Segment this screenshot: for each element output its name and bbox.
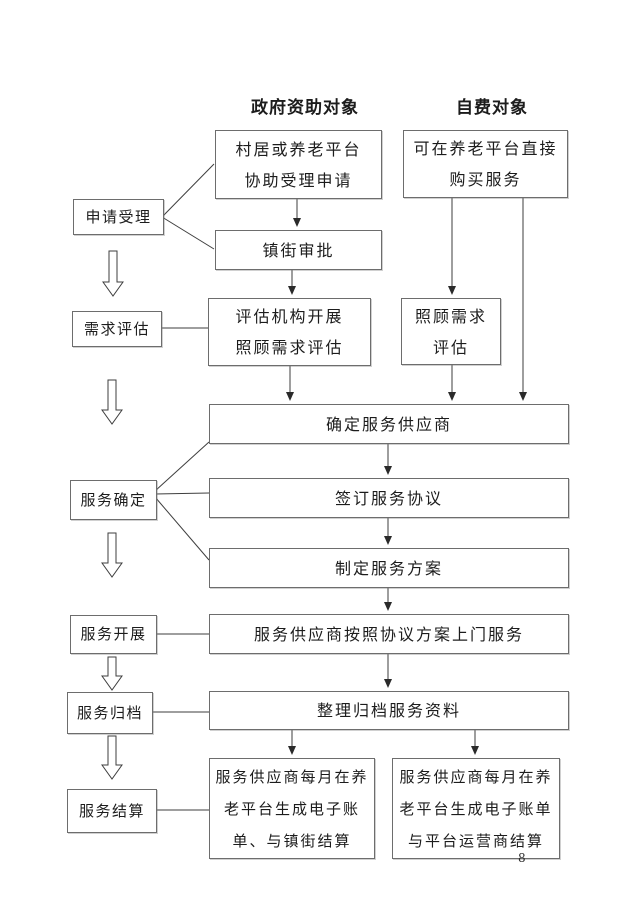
flow-box-confirm-supplier: 确定服务供应商	[209, 404, 569, 444]
connector-decide-to-sign	[154, 492, 210, 495]
stage-box-service-decision: 服务确定	[70, 480, 157, 520]
flow-box-archive-material: 整理归档服务资料	[209, 691, 569, 730]
stage-box-service-archive: 服务归档	[67, 692, 153, 734]
flow-box-line: 村居或养老平台	[235, 139, 362, 159]
flow-box-care-assess: 照顾需求 评估	[401, 298, 501, 365]
stage-box-need-assessment: 需求评估	[72, 311, 162, 347]
flow-box-line: 老平台生成电子账	[223, 799, 360, 818]
stage-box-service-settlement: 服务结算	[67, 789, 157, 833]
hollow-down-arrow-icon	[102, 250, 124, 297]
flow-box-line: 照顾需求	[414, 306, 487, 326]
flow-box-village-assist: 村居或养老平台 协助受理申请	[215, 130, 382, 199]
flow-box-town-approval: 镇街审批	[215, 230, 382, 270]
flow-box-line: 协助受理申请	[244, 170, 353, 190]
flow-box-make-plan: 制定服务方案	[209, 548, 569, 588]
hollow-down-arrow-icon	[101, 656, 123, 691]
flow-box-settle-with-town: 服务供应商每月在养 老平台生成电子账 单、与镇街结算	[209, 758, 375, 859]
flow-box-self-purchase: 可在养老平台直接 购买服务	[403, 130, 568, 198]
flow-box-sign-agreement: 签订服务协议	[209, 478, 569, 518]
column-header-self-pay: 自费对象	[456, 98, 528, 118]
connector-decide-to-confirm	[154, 441, 210, 492]
flow-box-line: 照顾需求评估	[235, 338, 344, 357]
flow-box-line: 老平台生成电子账单	[399, 799, 553, 818]
flow-box-onsite-service: 服务供应商按照协议方案上门服务	[209, 614, 569, 654]
flow-box-line: 可在养老平台直接	[413, 139, 558, 158]
hollow-down-arrow-icon	[101, 735, 123, 780]
flow-box-line: 服务供应商每月在养	[215, 767, 369, 786]
stage-box-application: 申请受理	[73, 199, 164, 235]
column-header-government: 政府资助对象	[251, 98, 359, 118]
stage-box-service-delivery: 服务开展	[70, 615, 157, 654]
flow-box-line: 与平台运营商结算	[407, 831, 544, 850]
connector-decide-to-plan	[154, 496, 210, 561]
flow-box-line: 单、与镇街结算	[232, 831, 352, 850]
flow-box-settle-with-operator: 服务供应商每月在养 老平台生成电子账单 与平台运营商结算	[392, 758, 560, 859]
flow-box-line: 评估机构开展	[235, 307, 344, 326]
hollow-down-arrow-icon	[101, 379, 123, 425]
page-number-mark: 8	[518, 851, 526, 865]
connector-apply-to-village	[161, 163, 215, 218]
hollow-down-arrow-icon	[101, 532, 123, 578]
flow-box-line: 评估	[432, 337, 469, 357]
connector-apply-to-town	[161, 216, 215, 250]
flow-box-line: 购买服务	[449, 170, 522, 189]
flow-box-line: 服务供应商每月在养	[399, 767, 553, 786]
flow-box-assess-org: 评估机构开展 照顾需求评估	[208, 298, 371, 366]
